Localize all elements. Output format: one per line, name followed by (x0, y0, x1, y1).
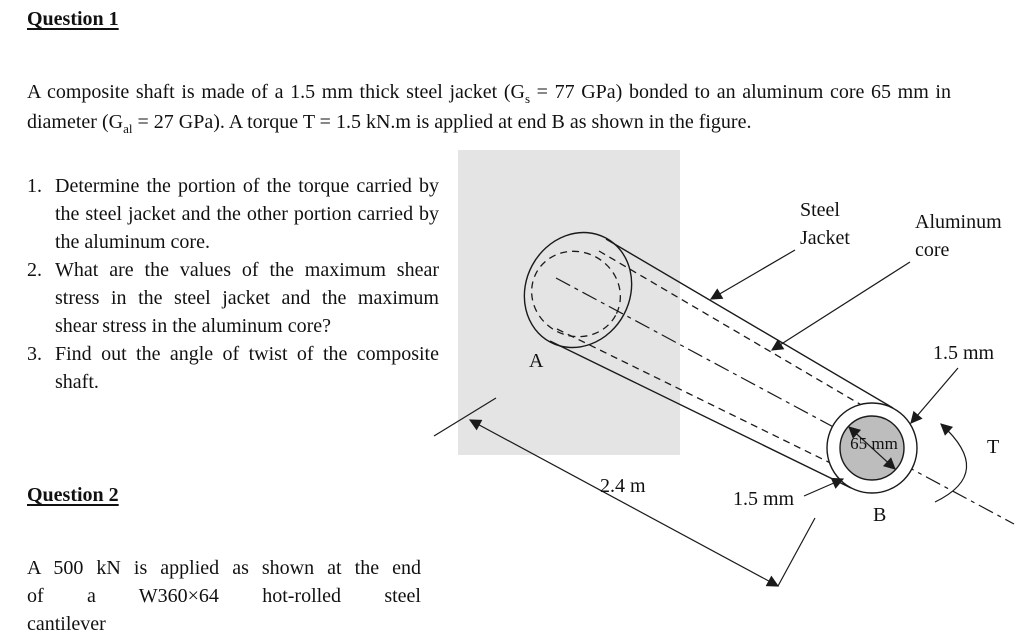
core-hidden-line-bottom (556, 328, 858, 477)
subscript-al: al (123, 121, 133, 137)
list-item-text: Determine the portion of the torque carr… (55, 175, 439, 253)
core-hidden-circle-a (531, 250, 621, 338)
length-extension-line-b (777, 517, 816, 587)
q2-text-line-3: cantilever (27, 613, 106, 635)
steel-jacket-leader-arrow (709, 249, 796, 300)
shaft-outline-top (605, 238, 894, 409)
steel-jacket-label-line2: Jacket (800, 227, 850, 249)
list-item-text: What are the values of the maximum shear… (55, 259, 439, 337)
intro-text-1: A composite shaft is made of a 1.5 mm th… (27, 81, 525, 103)
list-item-text: Find out the angle of twist of the compo… (55, 343, 439, 393)
list-item: 1. Determine the portion of the torque c… (27, 172, 439, 256)
list-item-number: 2. (27, 259, 42, 281)
end-a-label: A (529, 350, 544, 372)
question-1-intro: A composite shaft is made of a 1.5 mm th… (27, 78, 951, 139)
thickness-right-leader-arrow (910, 367, 959, 424)
intro-text-3: = 27 GPa). A torque T = 1.5 kN.m is appl… (132, 111, 752, 134)
aluminum-core-leader-arrow (770, 261, 911, 351)
question-2-intro: A 500 kN is applied as shown at the end … (27, 554, 421, 638)
q2-text-line-2: of a W360×64 hot-rolled steel (27, 585, 421, 607)
fixed-wall (458, 150, 680, 455)
length-dimension-arrow (468, 419, 780, 587)
composite-shaft-figure: 65 mm Steel Jacket Aluminum core 1.5 mm … (433, 150, 1015, 587)
list-item-number: 1. (27, 175, 42, 197)
thickness-right-label: 1.5 mm (933, 342, 995, 364)
core-hidden-line-top (598, 250, 888, 421)
shaft-end-a-outline (523, 231, 633, 349)
question-1-title: Question 1 (27, 8, 119, 30)
torque-arrow (934, 423, 968, 503)
steel-jacket-label-line1: Steel (800, 199, 840, 221)
list-item: 3. Find out the angle of twist of the co… (27, 340, 439, 396)
core-diameter-label: 65 mm (850, 434, 898, 453)
aluminum-core-label-line2: core (915, 239, 950, 261)
q2-text-line-1: A 500 kN is applied as shown at the end (27, 557, 421, 579)
question-2-title: Question 2 (27, 484, 119, 506)
aluminum-core-label-line1: Aluminum (915, 211, 1002, 233)
thickness-bottom-leader-arrow (803, 477, 845, 497)
subscript-s: s (524, 91, 531, 106)
list-item-number: 3. (27, 343, 42, 365)
core-diameter-arrow (848, 426, 896, 470)
thickness-bottom-label: 1.5 mm (733, 488, 795, 510)
intro-text-2: = 77 GPa) bonded to an aluminum core 65 … (27, 81, 951, 134)
length-extension-line-a (433, 397, 497, 437)
end-b-label: B (873, 504, 886, 526)
shaft-outline-bottom (549, 340, 852, 489)
list-item: 2. What are the values of the maximum sh… (27, 256, 439, 340)
length-label: 2.4 m (600, 475, 646, 497)
question-1-task-list: 1. Determine the portion of the torque c… (27, 172, 439, 396)
torque-label: T (987, 436, 999, 458)
shaft-centerline (555, 277, 1015, 525)
